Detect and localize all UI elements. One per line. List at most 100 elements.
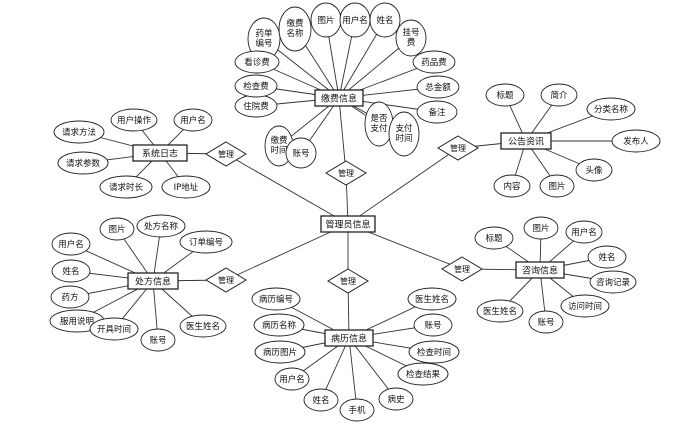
- attribute-record-1: 病历名称: [253, 313, 305, 337]
- attribute-label: 请求时长: [109, 182, 144, 193]
- attribute-label: 总金额: [425, 82, 451, 93]
- attribute-pay-6: 药品费: [412, 50, 456, 74]
- attribute-ellipse: [51, 259, 91, 283]
- attribute-pay-0: 药单编号: [247, 17, 281, 61]
- entity-record: 病历信息: [324, 329, 374, 347]
- attribute-label: 咨询记录: [596, 277, 631, 288]
- attribute-consult-5: 访问时间: [560, 294, 610, 318]
- entity-label: 处方信息: [135, 276, 171, 288]
- relationship-diamond: [441, 256, 483, 282]
- attribute-ellipse: [274, 367, 310, 391]
- attribute-label: 账号: [424, 321, 441, 331]
- attribute-label: 检查时间: [417, 347, 451, 358]
- entity-box: [500, 132, 552, 150]
- attribute-ellipse: [53, 120, 105, 144]
- attribute-ellipse: [474, 226, 514, 250]
- attribute-ellipse: [523, 216, 559, 240]
- relationship-label: 管理: [454, 264, 470, 274]
- attribute-label: 姓名: [598, 252, 615, 263]
- entity-box: [515, 261, 565, 279]
- attribute-pay-9: 是否支付: [364, 101, 394, 147]
- attribute-ellipse: [485, 83, 525, 107]
- attribute-notice-6: 内容: [493, 174, 531, 198]
- attribute-log-2: 请求方法: [53, 120, 105, 144]
- attribute-link-line: [348, 337, 358, 411]
- attribute-label: 看诊费: [244, 57, 270, 68]
- attribute-ellipse: [407, 287, 457, 311]
- entity-label: 管理员信息: [325, 219, 370, 231]
- attribute-notice-2: 分类名称: [586, 97, 636, 121]
- attribute-label: 请求方法: [62, 127, 96, 138]
- attribute-label: 访问时间: [568, 301, 602, 312]
- attribute-ellipse: [416, 100, 458, 124]
- attribute-ellipse: [378, 387, 414, 411]
- attribute-ellipse: [234, 74, 278, 98]
- attribute-rx-9: 医生姓名: [179, 314, 227, 338]
- entity-label: 咨询信息: [522, 265, 558, 277]
- attribute-ellipse: [369, 2, 401, 38]
- attribute-label: 住院费: [243, 101, 269, 112]
- relationship-link-line: [338, 97, 347, 174]
- attribute-log-1: 用户名: [173, 108, 213, 132]
- attribute-ellipse: [416, 75, 460, 99]
- attribute-label: 处方名称: [144, 221, 179, 232]
- attribute-ellipse: [587, 245, 627, 269]
- attribute-ellipse: [254, 340, 306, 364]
- attribute-label: 分类名称: [594, 104, 629, 115]
- attribute-label: 用户名: [342, 15, 368, 26]
- attribute-ellipse: [412, 50, 456, 74]
- attribute-rx-4: 姓名: [51, 259, 91, 283]
- attribute-ellipse: [397, 362, 449, 386]
- relationship-diamond: [327, 268, 369, 294]
- attribute-label: 标题: [485, 233, 503, 244]
- entity-label: 缴费信息: [321, 93, 357, 105]
- entity-pay: 缴费信息: [314, 89, 364, 107]
- attribute-record-5: 手机: [339, 398, 375, 422]
- attribute-ellipse: [339, 398, 375, 422]
- attribute-record-9: 账号: [413, 313, 453, 337]
- attribute-rx-1: 处方名称: [136, 214, 186, 238]
- attribute-label: 账号: [537, 318, 554, 328]
- attribute-label: 图片: [108, 224, 125, 235]
- attribute-ellipse: [575, 158, 613, 182]
- attribute-pay-13: 住院费: [234, 94, 278, 118]
- entity-consult: 咨询信息: [515, 261, 565, 279]
- entity-box: [127, 272, 179, 290]
- relationship-diamond: [205, 267, 247, 293]
- relationship-label: 管理: [218, 275, 234, 285]
- attribute-record-0: 病历编号: [251, 287, 301, 311]
- attribute-label: 用户名: [279, 374, 305, 385]
- attribute-notice-0: 标题: [485, 83, 525, 107]
- attribute-ellipse: [253, 313, 305, 337]
- relationship-label: 管理: [340, 276, 356, 286]
- attribute-pay-1: 缴费名称: [278, 6, 312, 52]
- attribute-pay-14: 检查费: [234, 74, 278, 98]
- attribute-ellipse: [586, 97, 636, 121]
- attribute-label: 账号: [292, 149, 309, 159]
- attribute-label: 图片: [317, 15, 334, 26]
- attribute-label: 检查费: [243, 81, 269, 92]
- attribute-label: 药单编号: [255, 28, 273, 49]
- attribute-label: 病历图片: [263, 347, 297, 358]
- entity-label: 公告资讯: [508, 136, 544, 148]
- diagram-nodes: 药单编号缴费名称图片用户名姓名挂号费药品费总金额备注是否支付支付时间缴费时间账号…: [49, 2, 661, 422]
- attribute-label: 缴费名称: [286, 18, 304, 39]
- attribute-rx-8: 账号: [140, 328, 176, 352]
- attribute-ellipse: [173, 108, 213, 132]
- relationship-r_pay: 管理: [325, 160, 367, 186]
- attribute-label: IP地址: [174, 182, 199, 193]
- entity-box: [324, 329, 374, 347]
- attribute-label: 开具时间: [97, 324, 131, 335]
- attribute-label: 请求参数: [66, 158, 101, 169]
- attribute-ellipse: [110, 108, 158, 132]
- attribute-ellipse: [140, 328, 176, 352]
- attribute-ellipse: [57, 151, 109, 175]
- attribute-label: 病历名称: [262, 320, 297, 331]
- attribute-record-4: 姓名: [303, 388, 339, 412]
- attribute-label: 用户操作: [117, 115, 152, 126]
- attribute-rx-5: 药方: [50, 285, 90, 309]
- attribute-ellipse: [388, 111, 420, 157]
- attribute-label: 是否支付: [370, 114, 388, 134]
- attribute-record-2: 病历图片: [254, 340, 306, 364]
- attribute-label: 病史: [387, 394, 405, 405]
